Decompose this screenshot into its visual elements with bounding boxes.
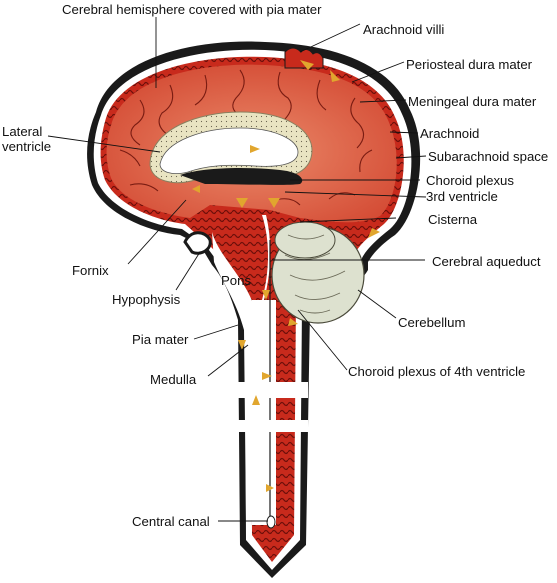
- cerebellum: [271, 221, 365, 324]
- label-cisterna: Cisterna: [428, 212, 478, 227]
- label-central-canal: Central canal: [132, 514, 210, 529]
- label-pons: Pons: [221, 273, 252, 288]
- label-pia-mater: Pia mater: [132, 332, 189, 347]
- label-periosteal-dura: Periosteal dura mater: [406, 57, 533, 72]
- label-choroid-plexus-4th: Choroid plexus of 4th ventricle: [348, 364, 526, 379]
- label-lateral-ventricle: Lateral ventricle: [2, 124, 52, 154]
- label-cerebellum: Cerebellum: [398, 315, 466, 330]
- label-meningeal-dura: Meningeal dura mater: [408, 94, 537, 109]
- leader-lines: [47, 17, 427, 522]
- label-subarachnoid-space: Subarachnoid space: [428, 149, 549, 164]
- hypophysis-shape: [183, 231, 212, 255]
- csf-flow-arrows: [192, 60, 380, 492]
- label-third-ventricle: 3rd ventricle: [426, 189, 498, 204]
- label-choroid-plexus: Choroid plexus: [426, 173, 514, 188]
- label-medulla: Medulla: [150, 372, 197, 387]
- label-fornix: Fornix: [72, 263, 109, 278]
- label-cerebral-hemisphere: Cerebral hemisphere covered with pia mat…: [62, 2, 322, 17]
- label-hypophysis: Hypophysis: [112, 292, 181, 307]
- label-arachnoid: Arachnoid: [420, 126, 480, 141]
- label-arachnoid-villi: Arachnoid villi: [363, 22, 445, 37]
- label-cerebral-aqueduct: Cerebral aqueduct: [432, 254, 541, 269]
